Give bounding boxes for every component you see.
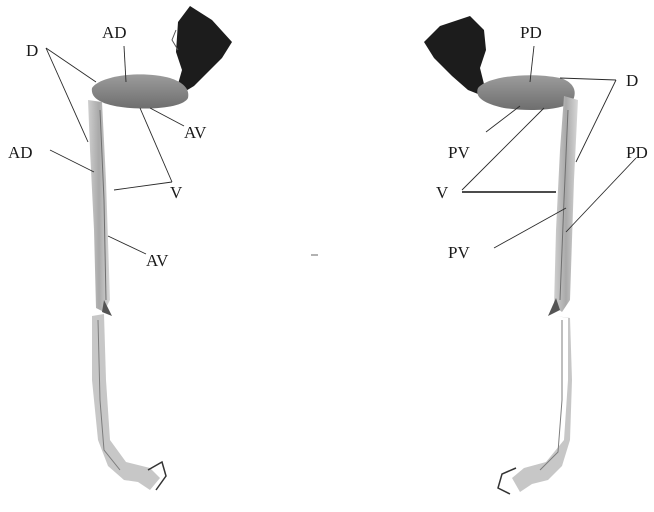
left-label-d: D <box>26 41 38 60</box>
right-leg-view: PD D PV PD V PV <box>424 16 648 494</box>
right-femur <box>477 75 574 110</box>
right-label-pd-top: PD <box>520 23 542 42</box>
left-femur <box>92 74 188 108</box>
left-label-v: V <box>170 183 183 202</box>
right-tibia <box>554 96 578 312</box>
left-tarsus <box>92 314 160 490</box>
left-leg-drawing <box>88 6 232 490</box>
left-label-av-lower: AV <box>146 251 169 270</box>
left-label-ad-top: AD <box>102 23 127 42</box>
right-coxa <box>424 16 486 94</box>
left-leg-view: AD D AD AV V AV <box>8 6 232 490</box>
left-coxa <box>176 6 232 92</box>
left-label-ad-side: AD <box>8 143 33 162</box>
left-tibia <box>88 100 110 312</box>
left-label-av-upper: AV <box>184 123 207 142</box>
right-label-d: D <box>626 71 638 90</box>
right-label-v: V <box>436 183 449 202</box>
right-label-pv-upper: PV <box>448 143 470 162</box>
right-tarsus <box>512 316 572 492</box>
right-label-pd-side: PD <box>626 143 648 162</box>
right-label-pv-lower: PV <box>448 243 470 262</box>
